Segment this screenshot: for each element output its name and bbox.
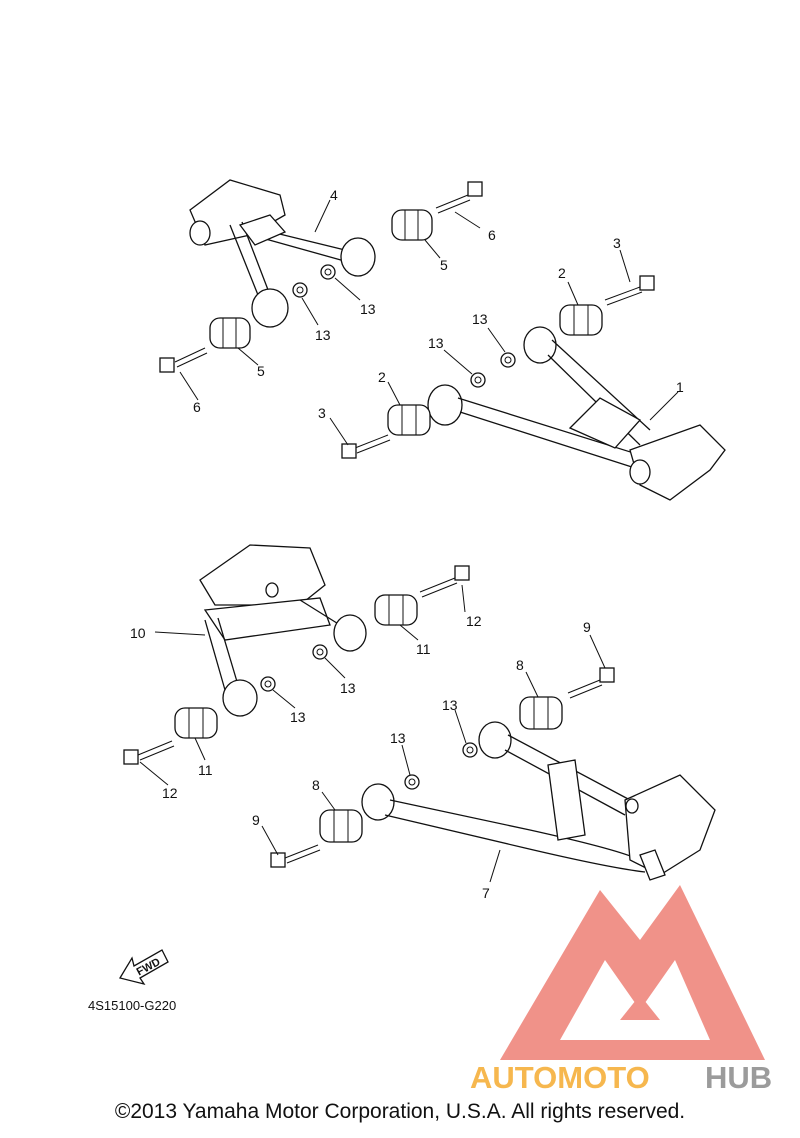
callout-13-b: 13: [315, 327, 331, 343]
callout-6-lower: 6: [193, 399, 201, 415]
callout-9-right: 9: [583, 619, 591, 635]
bolt-12-lower: [123, 740, 175, 765]
bolt-6-upper: [435, 181, 483, 214]
bushing-11-lower: [174, 707, 218, 739]
bolt-6-lower: [159, 347, 208, 373]
lower-arm-right: [361, 721, 716, 881]
nut-13-h: [404, 774, 420, 790]
callout-13-f: 13: [290, 709, 306, 725]
callout-5-upper: 5: [440, 257, 448, 273]
callout-3-right: 3: [613, 235, 621, 251]
callout-1: 1: [676, 379, 684, 395]
callout-13-h: 13: [390, 730, 406, 746]
nut-13-a: [292, 282, 308, 298]
callout-9-left: 9: [252, 812, 260, 828]
callout-12-lower: 12: [162, 785, 178, 801]
bushing-8-left: [319, 809, 363, 843]
bushing-11-upper: [374, 594, 418, 626]
bolt-9-right: [567, 667, 615, 699]
bolt-3-right: [604, 275, 655, 306]
upper-arm-left: [189, 179, 376, 328]
diagram-code: 4S15100-G220: [88, 998, 176, 1013]
bolt-9-left: [270, 844, 321, 868]
callout-7: 7: [482, 885, 490, 901]
callout-13-a: 13: [360, 301, 376, 317]
upper-arm-right: [427, 326, 726, 501]
callout-13-e: 13: [340, 680, 356, 696]
leader-lines: [139, 199, 679, 883]
bolt-3-left: [341, 434, 391, 459]
copyright-notice: ©2013 Yamaha Motor Corporation, U.S.A. A…: [114, 1100, 686, 1123]
callout-2-right: 2: [558, 265, 566, 281]
callout-11-upper: 11: [416, 641, 431, 657]
logo-word-automoto: AUTOMOTO: [470, 1060, 650, 1095]
fwd-label: FWD: [135, 956, 163, 978]
nut-13-b: [320, 264, 336, 280]
bushing-2-left: [387, 404, 431, 436]
bolt-12-upper: [419, 565, 470, 598]
callout-5-lower: 5: [257, 363, 265, 379]
nut-13-e: [260, 676, 276, 692]
callout-3-left: 3: [318, 405, 326, 421]
callout-12-upper: 12: [466, 613, 482, 629]
callout-2-left: 2: [378, 369, 386, 385]
bushing-5-upper: [391, 209, 433, 241]
callout-10: 10: [130, 625, 146, 641]
nut-13-f: [312, 644, 328, 660]
nut-13-d: [500, 352, 516, 368]
nut-13-g: [462, 742, 478, 758]
fwd-arrow-icon: FWD: [118, 949, 169, 986]
callout-6-upper: 6: [488, 227, 496, 243]
lower-arm-left: [199, 544, 367, 717]
bushing-5-lower: [209, 317, 251, 349]
callout-8-left: 8: [312, 777, 320, 793]
callout-13-d: 13: [428, 335, 444, 351]
bushing-2-right: [559, 304, 603, 336]
logo-word-hub: HUB: [705, 1060, 772, 1095]
bushing-8-right: [519, 696, 563, 730]
nut-13-c: [470, 372, 486, 388]
automotohub-logo: [500, 885, 765, 1060]
callout-4: 4: [330, 187, 338, 203]
callout-13-g: 13: [442, 697, 458, 713]
callout-8-right: 8: [516, 657, 524, 673]
callout-13-c: 13: [472, 311, 488, 327]
callout-11-lower: 11: [198, 762, 213, 778]
